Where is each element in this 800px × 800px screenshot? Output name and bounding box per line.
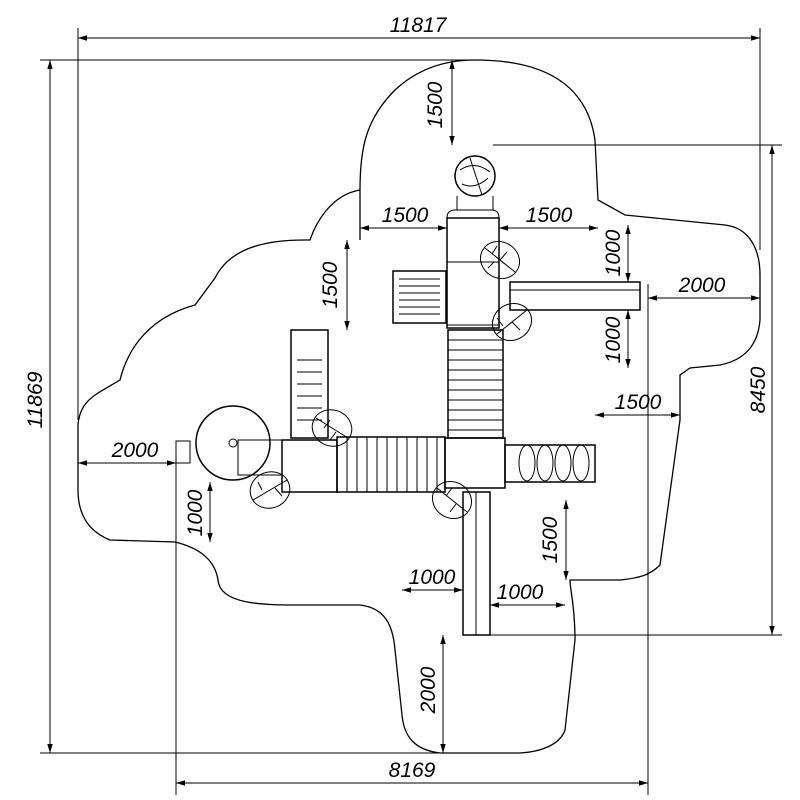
right-slide: [509, 281, 641, 311]
dim-left-disc-end: 2000: [111, 439, 159, 462]
safety-zone-outline: [77, 59, 761, 754]
dim-right-slide-end: 2000: [678, 274, 726, 297]
horizontal-bridge: [336, 436, 446, 493]
dimension-lines: [40, 28, 782, 795]
dim-tower-right: 1500: [526, 204, 573, 227]
dim-right-slide-lower: 1000: [602, 316, 625, 363]
dim-bottom-left: 1000: [409, 566, 456, 589]
upper-ladder: [392, 270, 447, 324]
playground-structure: [175, 155, 641, 636]
dim-bottom-end: 2000: [417, 666, 440, 714]
top-tower: [446, 217, 500, 329]
round-disc: [195, 405, 271, 481]
central-platform: [444, 437, 506, 489]
dim-right-slide-upper: 1000: [602, 229, 625, 276]
leaf-ornaments: [249, 240, 533, 520]
roof-ball-element: [454, 155, 496, 197]
ring-tunnel: [504, 444, 596, 483]
dim-right-lower: 1500: [539, 516, 562, 563]
dim-bottom-right: 1000: [497, 581, 544, 604]
equipment-width-label: 8169: [389, 759, 436, 782]
overall-width-label: 11817: [390, 14, 448, 37]
central-staircase: [447, 329, 504, 439]
dim-right-tunnel: 1500: [615, 391, 662, 414]
dim-left-upper: 1500: [319, 261, 342, 308]
left-slide: [290, 329, 329, 439]
dim-left-disc-lower: 1000: [184, 489, 207, 536]
overall-height-label: 11869: [24, 371, 47, 428]
dim-top-clearance: 1500: [424, 81, 447, 128]
equipment-height-label: 8450: [747, 366, 770, 413]
left-platform: [281, 439, 338, 493]
dim-tower-left: 1500: [382, 204, 429, 227]
